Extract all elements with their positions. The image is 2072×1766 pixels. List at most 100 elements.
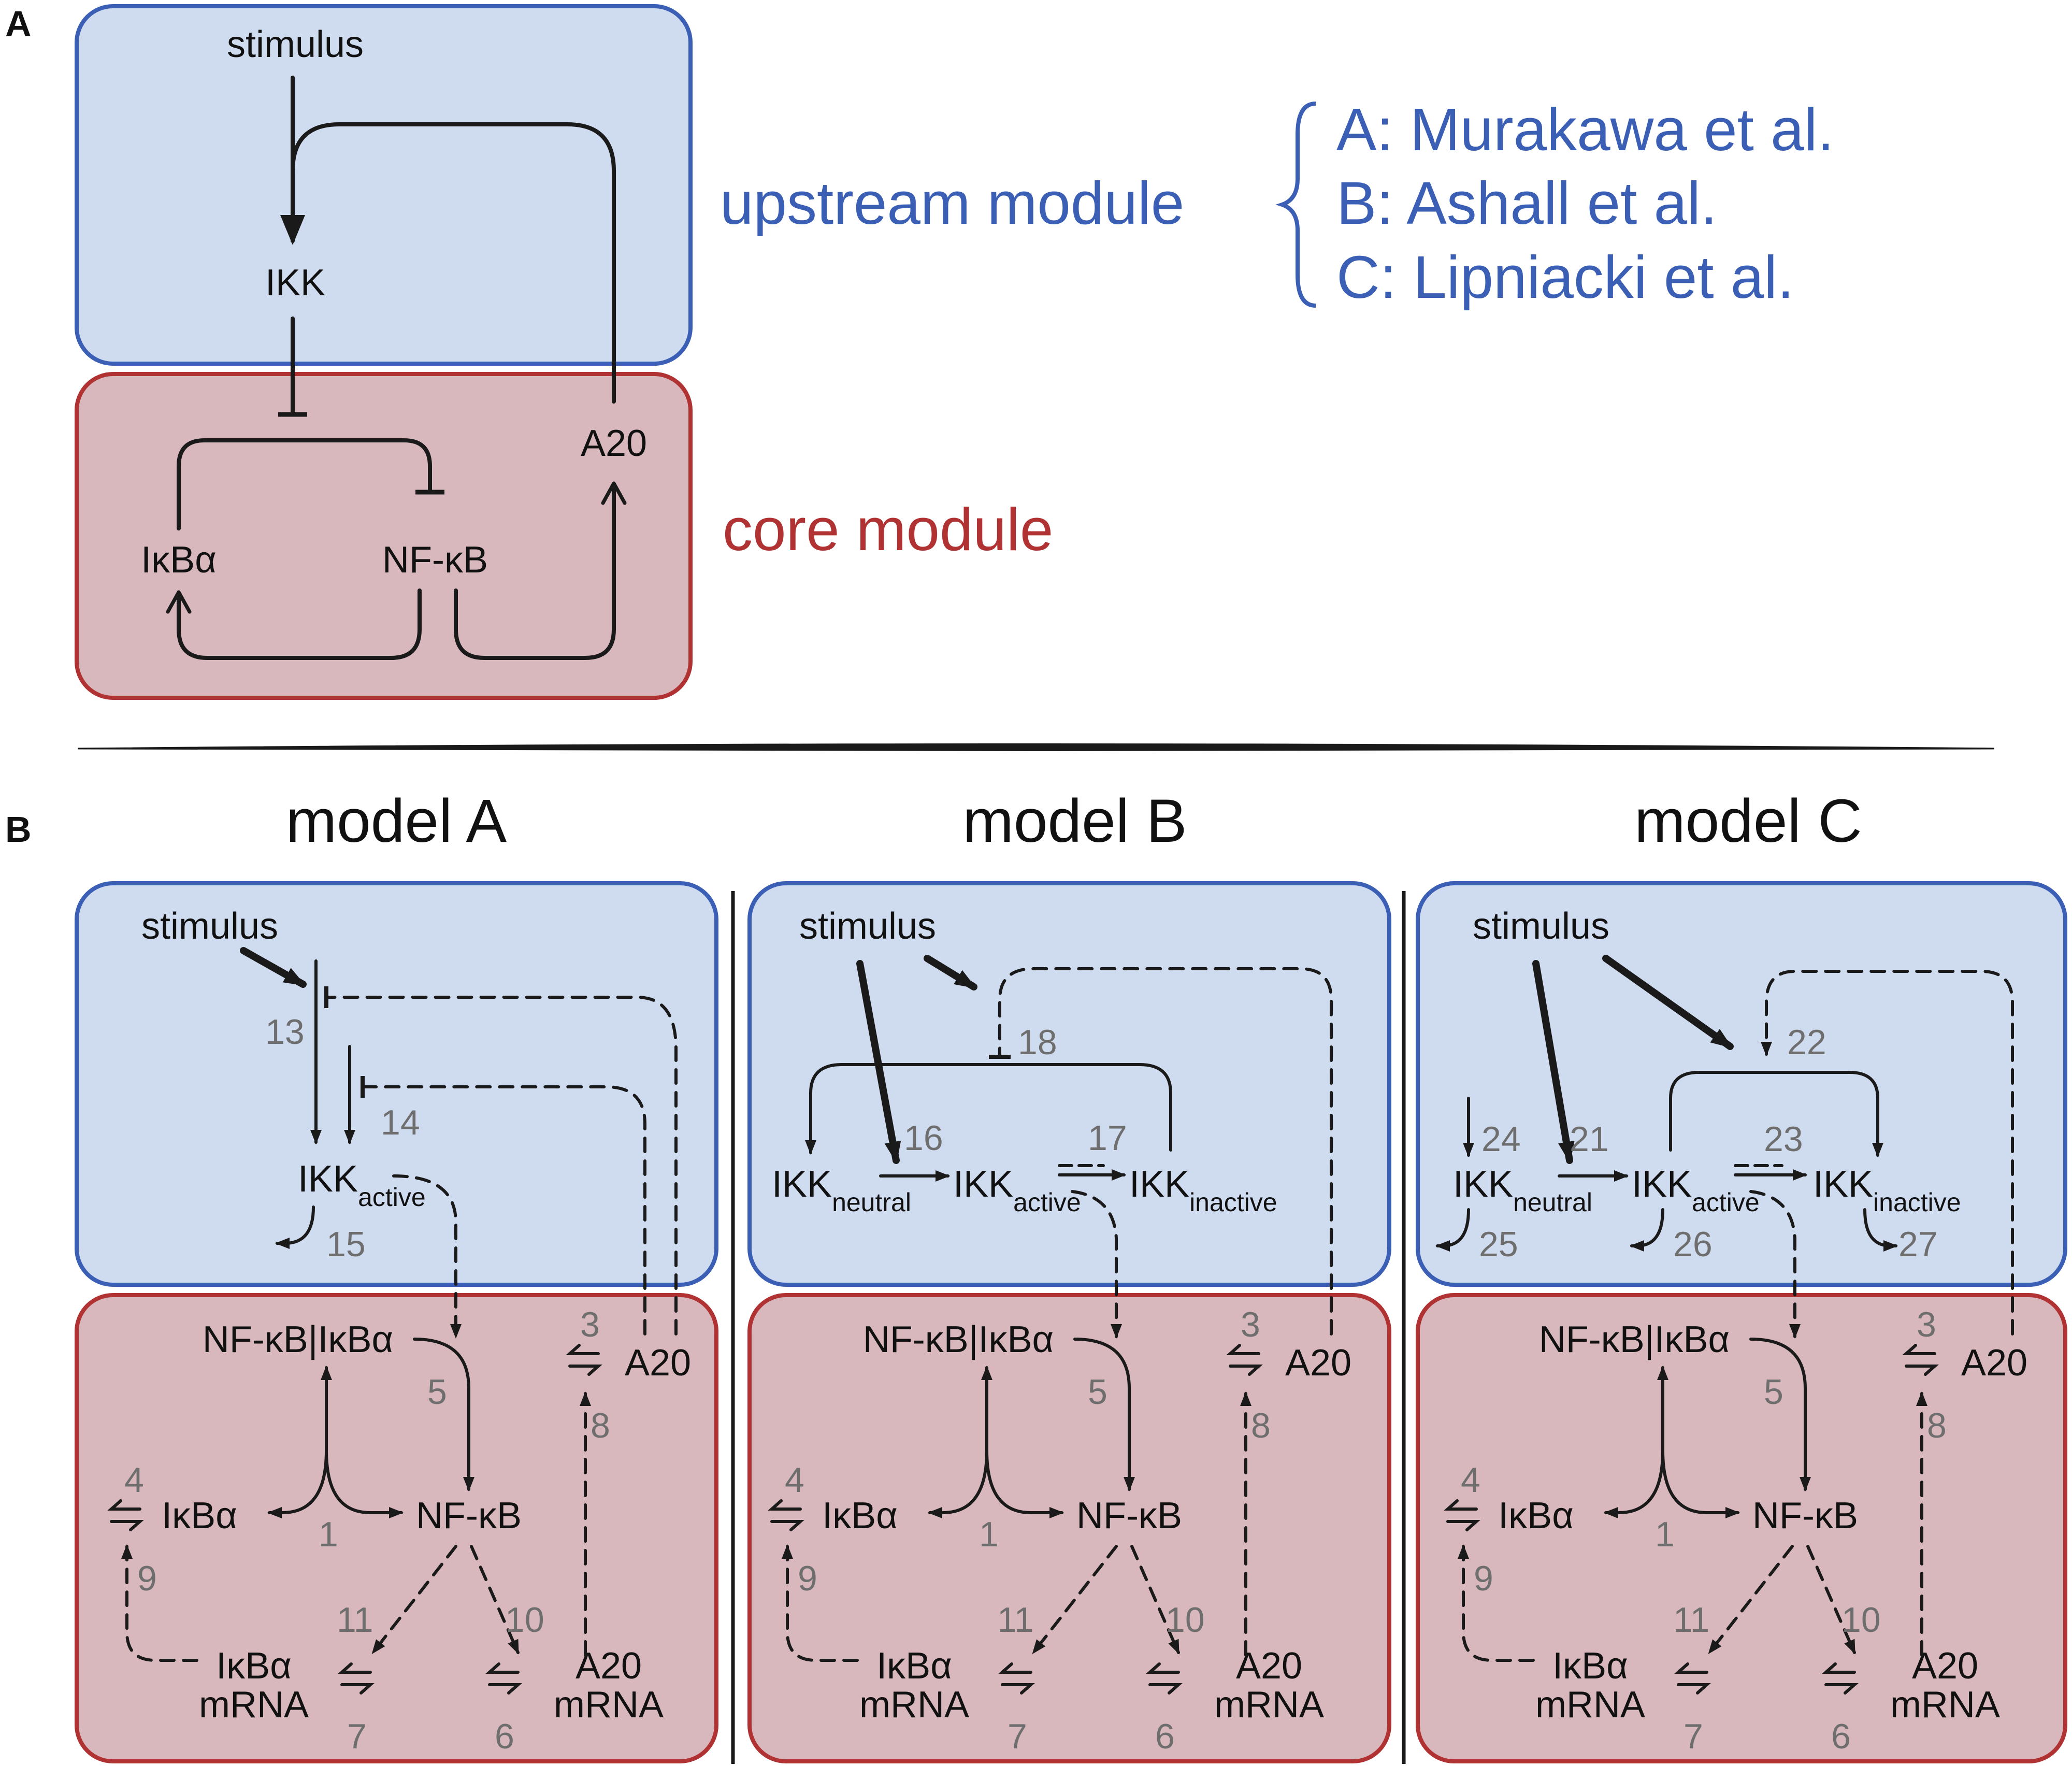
model-b-reaction-4: 4 — [785, 1460, 804, 1500]
model-b-core-box — [747, 1293, 1391, 1763]
model-c-harpoon-forward-0 — [1902, 1344, 1936, 1355]
model-c-reaction-9: 9 — [1474, 1559, 1493, 1598]
model-a-reaction-7: 7 — [347, 1717, 367, 1756]
model-b-harpoon-forward-0 — [1226, 1344, 1260, 1355]
model-a-reaction-9: 9 — [137, 1559, 157, 1598]
model-a-reaction-3: 3 — [580, 1305, 600, 1344]
model-c-reaction-5: 5 — [1764, 1372, 1783, 1412]
model-c-harpoon-reverse-3 — [1824, 1683, 1859, 1695]
model-b-reaction-6: 6 — [1155, 1717, 1175, 1756]
model-c-stimulus-to-21 — [1532, 960, 1575, 1164]
a-a20-label: A20 — [581, 423, 647, 464]
model-c-ikk-active-sub: active — [1692, 1188, 1760, 1217]
model-c-degradation-27 — [1863, 1208, 1898, 1252]
model-c-reaction-27: 27 — [1898, 1225, 1938, 1264]
model-a-upstream-box — [75, 881, 718, 1287]
model-b-title: model B — [963, 787, 1187, 855]
model-c-reaction-26: 26 — [1673, 1225, 1713, 1264]
a-nfkb-label: NF-κB — [382, 539, 488, 581]
model-c-degradation-26 — [1630, 1208, 1664, 1252]
upstream-module-box — [75, 4, 693, 366]
model-b-ikk-neutral-main: IKK — [772, 1164, 832, 1205]
model-c-reaction-22-bracket — [1669, 1071, 1883, 1157]
model-c-reaction-22: 22 — [1787, 1023, 1826, 1062]
model-c-complex-to-nfkb-5 — [1749, 1338, 1811, 1491]
model-a-ikk-label: IKKactive — [298, 1158, 426, 1212]
ikba-mrna-label-1: IκBα — [876, 1645, 952, 1687]
model-b-reaction-3: 3 — [1241, 1305, 1260, 1344]
model-a-reaction-15: 15 — [326, 1225, 366, 1264]
core-module-label: core module — [723, 496, 1053, 563]
ikba-mrna-label-2: mRNA — [859, 1684, 969, 1726]
ikba-label: IκBα — [162, 1495, 237, 1537]
model-c-reaction-1: 1 — [1655, 1515, 1675, 1554]
model-b-ikk-inactive-main: IKK — [1129, 1164, 1189, 1205]
model-c-reaction-3: 3 — [1917, 1305, 1936, 1344]
complex-label: NF-κB|IκBα — [203, 1319, 393, 1360]
model-a-title: model A — [286, 787, 507, 855]
model-b-stimulus-to-18 — [924, 955, 977, 990]
model-c-harpoon-forward-1 — [1444, 1499, 1478, 1511]
model-b-reaction-1-to-nfkb — [985, 1449, 1064, 1518]
model-a-reaction-11: 11 — [337, 1600, 373, 1640]
model-a-reaction-1: 1 — [319, 1515, 338, 1554]
ikba-mrna-label-2: mRNA — [1535, 1684, 1645, 1726]
reference-a: A: Murakawa et al. — [1336, 96, 1834, 163]
model-c-reaction-7: 7 — [1684, 1717, 1703, 1756]
a20-mrna-label-2: mRNA — [1214, 1684, 1324, 1726]
model-a-reaction-5: 5 — [427, 1372, 447, 1412]
model-b-nfkb-to-ikba-mrna-11 — [1032, 1545, 1118, 1655]
model-b-core: NF-κB|IκBα A20 IκBα NF-κB IκBα mRNA A20 … — [822, 1319, 1351, 1726]
model-b-harpoon-forward-2 — [998, 1662, 1032, 1674]
nfkb-label: NF-κB — [416, 1495, 522, 1537]
model-c-reaction-23: 23 — [1764, 1119, 1803, 1159]
a-ikk-label: IKK — [265, 262, 325, 304]
model-b-harpoon-reverse-2 — [1001, 1683, 1035, 1695]
model-c-nfkb-to-a20-mrna-10 — [1806, 1545, 1856, 1655]
model-c-core-reactions — [1444, 1338, 1939, 1695]
model-c-harpoon-forward-3 — [1822, 1662, 1856, 1674]
model-a-harpoon-forward-1 — [107, 1499, 141, 1511]
model-b-ikk-active: IKKactive — [953, 1164, 1081, 1217]
model-c-ikk-inactive-sub: inactive — [1873, 1188, 1961, 1217]
model-c-reaction-8: 8 — [1927, 1406, 1947, 1445]
a-nfkb-to-a20-loop — [454, 481, 627, 660]
a20-mrna-label-2: mRNA — [554, 1684, 664, 1726]
model-c-ikk-inactive-main: IKK — [1813, 1164, 1873, 1205]
model-c-reaction-4: 4 — [1461, 1460, 1480, 1500]
model-a-core-reactions — [107, 1338, 602, 1695]
a-stimulus-label: stimulus — [227, 24, 364, 65]
model-c-reaction-21: 21 — [1570, 1119, 1609, 1159]
model-b-harpoon-reverse-0 — [1229, 1365, 1263, 1376]
model-b-reaction-16: 16 — [904, 1118, 943, 1158]
panel-a-letter: A — [5, 4, 32, 44]
model-c-stimulus-to-22 — [1602, 955, 1734, 1050]
model-c-ikk-neutral: IKKneutral — [1453, 1164, 1592, 1217]
model-c-harpoon-forward-2 — [1674, 1662, 1708, 1674]
model-c-degradation-25 — [1435, 1208, 1470, 1252]
a20-label: A20 — [1285, 1342, 1351, 1384]
model-c-harpoon-reverse-0 — [1905, 1365, 1939, 1376]
nfkb-label: NF-κB — [1076, 1495, 1182, 1537]
model-c-core-box — [1416, 1293, 2067, 1763]
complex-label: NF-κB|IκBα — [1539, 1319, 1730, 1360]
model-a-reaction-10: 10 — [505, 1600, 544, 1640]
model-b-harpoon-reverse-3 — [1148, 1683, 1183, 1695]
model-b-harpoon-reverse-1 — [770, 1520, 804, 1531]
model-a-harpoon-reverse-2 — [340, 1683, 375, 1695]
ikba-label: IκBα — [1498, 1495, 1574, 1537]
model-c-ikk-active-main: IKK — [1632, 1164, 1692, 1205]
model-c-harpoon-reverse-2 — [1677, 1683, 1711, 1695]
a20-label: A20 — [1961, 1342, 2027, 1384]
model-a-ikk-main: IKK — [298, 1158, 358, 1200]
a-ikba-label: IκBα — [141, 539, 217, 581]
model-b-ikk-inactive: IKKinactive — [1129, 1164, 1277, 1217]
model-a-stimulus-arrow — [240, 947, 307, 988]
model-b-nfkb-to-a20-mrna-10 — [1130, 1545, 1180, 1655]
core-module-box — [75, 372, 693, 700]
model-b-ikk-active-sub: active — [1013, 1188, 1081, 1217]
